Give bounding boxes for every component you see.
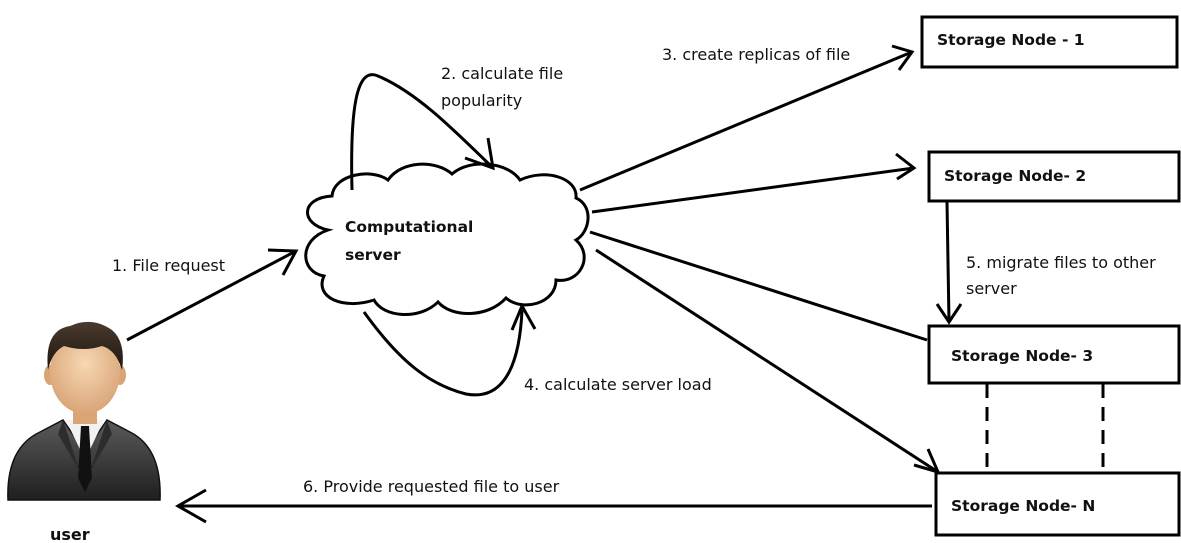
step-4-label: 4. calculate server load bbox=[524, 375, 712, 394]
storage-node-2-label: Storage Node- 2 bbox=[944, 167, 1086, 185]
step-6-label: 6. Provide requested file to user bbox=[303, 477, 560, 496]
edge-replica-node-3 bbox=[589, 230, 928, 342]
edge-replica-node-2 bbox=[591, 152, 917, 214]
edge-migrate-files bbox=[935, 201, 963, 325]
storage-node-1-label: Storage Node - 1 bbox=[937, 31, 1085, 49]
edge-replica-node-1 bbox=[579, 44, 915, 192]
edge-provide-file bbox=[174, 488, 932, 524]
user-avatar-icon bbox=[7, 321, 161, 501]
cloud-icon bbox=[304, 162, 590, 316]
server-label-line2: server bbox=[345, 246, 401, 264]
edge-file-popularity-loop bbox=[350, 73, 495, 191]
storage-node-3: Storage Node- 3 bbox=[927, 324, 1181, 385]
storage-node-1: Storage Node - 1 bbox=[920, 15, 1179, 69]
step-2-label-line1: 2. calculate file bbox=[441, 64, 563, 83]
user-label: user bbox=[50, 525, 90, 543]
step-2-label-line2: popularity bbox=[441, 91, 522, 110]
step-3-label: 3. create replicas of file bbox=[662, 45, 850, 64]
storage-node-3-label: Storage Node- 3 bbox=[951, 347, 1093, 365]
edge-server-load-loop bbox=[362, 302, 537, 397]
step-1-label: 1. File request bbox=[112, 256, 225, 275]
storage-node-n: Storage Node- N bbox=[934, 471, 1181, 537]
step-5-label-line2: server bbox=[966, 279, 1017, 298]
storage-node-2: Storage Node- 2 bbox=[927, 150, 1181, 203]
edge-replica-node-n bbox=[595, 248, 941, 475]
storage-node-n-label: Storage Node- N bbox=[951, 497, 1095, 515]
edge-file-request bbox=[126, 248, 299, 342]
server-label-line1: Computational bbox=[345, 218, 473, 236]
step-5-label-line1: 5. migrate files to other bbox=[966, 253, 1156, 272]
